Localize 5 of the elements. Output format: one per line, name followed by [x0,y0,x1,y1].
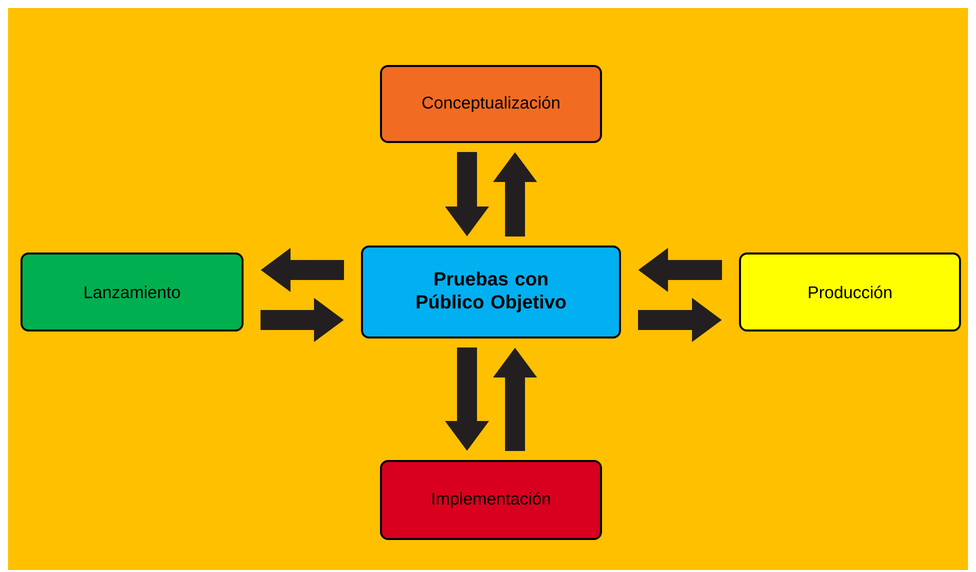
center-box: Pruebas con Público Objetivo [361,246,621,338]
stage-box: Implementación [380,460,602,540]
stage-box: Lanzamiento [20,252,244,332]
stage-box: Conceptualización [380,65,602,143]
stage-box: Producción [739,252,961,332]
